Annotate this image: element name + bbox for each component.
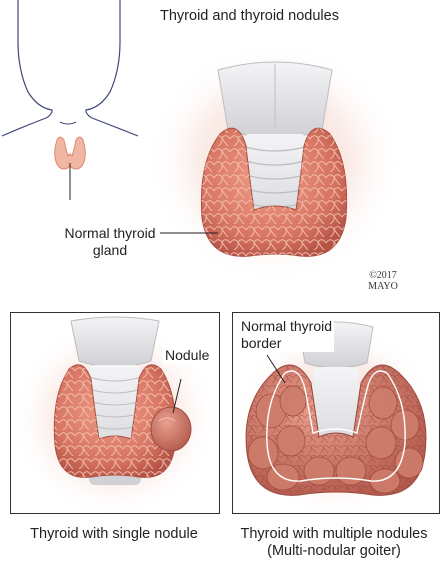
copyright-year: ©2017 (360, 270, 406, 281)
label-line-1: Normal thyroid (50, 225, 170, 242)
border-label-line-1: Normal thyroid (241, 318, 332, 335)
head-outline-illustration (0, 0, 140, 200)
caption-line-1: Thyroid with multiple nodules (228, 526, 440, 543)
main-thyroid-illustration (150, 42, 410, 292)
figure-title: Thyroid and thyroid nodules (160, 8, 339, 24)
single-nodule-illustration (11, 313, 219, 513)
nodule-label: Nodule (163, 347, 211, 364)
multiple-nodules-panel: Normal thyroid border (232, 312, 440, 514)
single-nodule-caption: Thyroid with single nodule (10, 526, 218, 543)
main-label-pointer-line (160, 228, 220, 238)
border-label-line-2: border (241, 335, 332, 352)
single-nodule-panel: Nodule (10, 312, 220, 514)
label-line-2: gland (50, 242, 170, 259)
copyright-owner: MAYO (360, 281, 406, 292)
multiple-nodules-caption: Thyroid with multiple nodules (Multi-nod… (228, 526, 440, 560)
caption-line-2: (Multi-nodular goiter) (228, 543, 440, 560)
normal-thyroid-border-label: Normal thyroid border (239, 318, 334, 352)
normal-thyroid-gland-label: Normal thyroid gland (50, 225, 170, 259)
nodule-shape (151, 407, 191, 451)
copyright-mark: ©2017 MAYO (360, 270, 406, 292)
